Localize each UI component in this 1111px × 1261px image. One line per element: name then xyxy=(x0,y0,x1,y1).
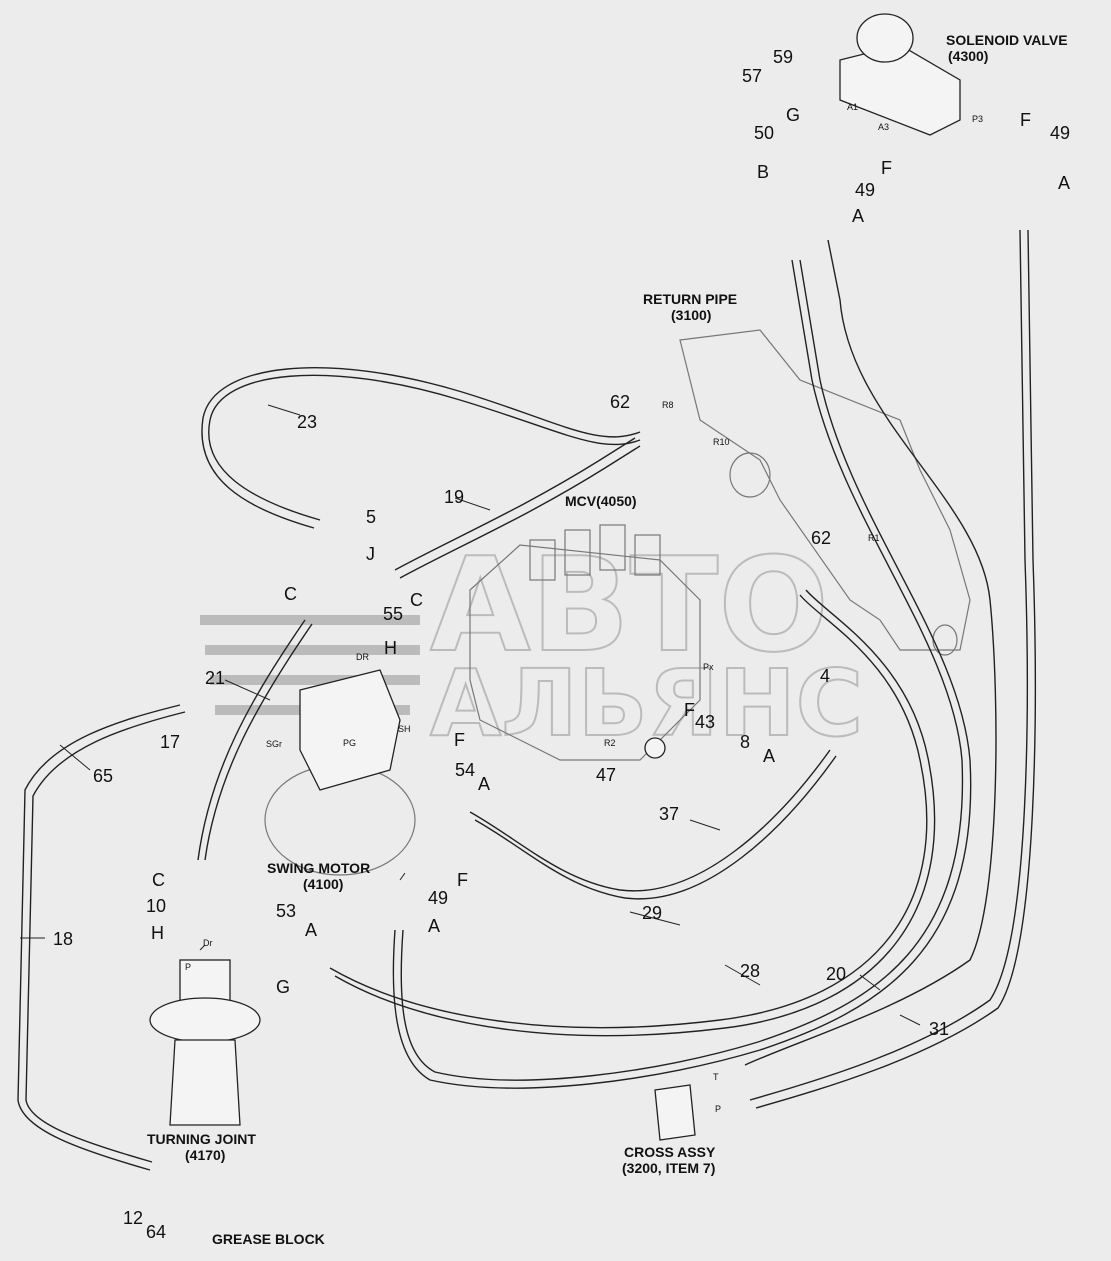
callout-43: 43 xyxy=(695,712,715,732)
cross-assy-label: CROSS ASSY xyxy=(624,1144,716,1160)
callout-c-3: C xyxy=(152,870,165,890)
callout-50: 50 xyxy=(754,123,774,143)
hoses xyxy=(17,229,1036,1171)
callout-19: 19 xyxy=(444,487,464,507)
callout-54: 54 xyxy=(455,760,475,780)
callout-f-5: F xyxy=(457,870,468,890)
callout-g: G xyxy=(786,105,800,125)
port-r2: R2 xyxy=(604,738,616,748)
solenoid-valve-code: (4300) xyxy=(948,48,988,64)
callout-h-2: H xyxy=(151,923,164,943)
port-px: Px xyxy=(703,662,714,672)
watermark: АВТО АЛЬЯНС xyxy=(200,528,864,758)
callout-47: 47 xyxy=(596,765,616,785)
port-p3: P3 xyxy=(972,114,983,124)
callout-b: B xyxy=(757,162,769,182)
watermark-line1: АВТО xyxy=(430,529,829,681)
callout-f-3: F xyxy=(454,730,465,750)
callout-37: 37 xyxy=(659,804,679,824)
callout-4: 4 xyxy=(820,666,830,686)
swing-motor-shape xyxy=(264,669,416,876)
port-p-1: P xyxy=(185,962,191,972)
port-sgr: SGr xyxy=(266,739,282,749)
callout-a-4: A xyxy=(763,746,775,766)
callout-55: 55 xyxy=(383,604,403,624)
callout-65: 65 xyxy=(93,766,113,786)
grease-block-label: GREASE BLOCK xyxy=(212,1231,325,1247)
callout-a-1: A xyxy=(1058,173,1070,193)
callout-59: 59 xyxy=(773,47,793,67)
labels: SOLENOID VALVE (4300) RETURN PIPE (3100)… xyxy=(53,32,1070,1247)
callout-10: 10 xyxy=(146,896,166,916)
port-sh: SH xyxy=(398,724,411,734)
callout-c-1: C xyxy=(284,584,297,604)
lead-lines xyxy=(20,404,921,1026)
callout-18: 18 xyxy=(53,929,73,949)
callout-f-2: F xyxy=(881,158,892,178)
callout-49-b: 49 xyxy=(855,180,875,200)
turning-joint-shape xyxy=(149,959,261,1126)
callout-h-1: H xyxy=(384,638,397,658)
callout-f-4: F xyxy=(684,700,695,720)
port-t: T xyxy=(713,1072,719,1082)
callout-21: 21 xyxy=(205,668,225,688)
swing-motor-code: (4100) xyxy=(303,876,343,892)
turning-joint-code: (4170) xyxy=(185,1147,225,1163)
callout-12: 12 xyxy=(123,1208,143,1228)
solenoid-valve-shape xyxy=(839,13,961,136)
port-a1: A1 xyxy=(847,102,858,112)
watermark-line2: АЛЬЯНС xyxy=(430,650,863,757)
callout-62-b: 62 xyxy=(811,528,831,548)
cross-assy-code: (3200, ITEM 7) xyxy=(622,1160,715,1176)
port-p-2: P xyxy=(715,1104,721,1114)
port-dr: DR xyxy=(356,652,369,662)
mcv-shape xyxy=(469,524,701,761)
port-r10: R10 xyxy=(713,437,730,447)
callout-a-5: A xyxy=(428,916,440,936)
callout-5: 5 xyxy=(366,507,376,527)
port-a3: A3 xyxy=(878,122,889,132)
callout-28: 28 xyxy=(740,961,760,981)
callout-a-3: A xyxy=(478,774,490,794)
port-pg: PG xyxy=(343,738,356,748)
callout-g-2: G xyxy=(276,977,290,997)
cross-assy-shape xyxy=(654,1084,696,1141)
callout-64: 64 xyxy=(146,1222,166,1242)
callout-a-2: A xyxy=(852,206,864,226)
callout-53: 53 xyxy=(276,901,296,921)
callout-23: 23 xyxy=(297,412,317,432)
return-pipe-label: RETURN PIPE xyxy=(643,291,737,307)
callout-49-c: 49 xyxy=(428,888,448,908)
return-pipe-code: (3100) xyxy=(671,307,711,323)
port-r8: R8 xyxy=(662,400,674,410)
callout-49-a: 49 xyxy=(1050,123,1070,143)
port-dr-2: Dr xyxy=(203,938,213,948)
callout-f-1: F xyxy=(1020,110,1031,130)
callout-8: 8 xyxy=(740,732,750,752)
callout-57: 57 xyxy=(742,66,762,86)
port-r1: R1 xyxy=(868,533,880,543)
callout-62-a: 62 xyxy=(610,392,630,412)
callout-29: 29 xyxy=(642,903,662,923)
callout-a-6: A xyxy=(305,920,317,940)
callout-31: 31 xyxy=(929,1019,949,1039)
mcv-label: MCV(4050) xyxy=(565,493,637,509)
callout-20: 20 xyxy=(826,964,846,984)
callout-17: 17 xyxy=(160,732,180,752)
swing-motor-label: SWING MOTOR xyxy=(267,860,370,876)
callout-c-2: C xyxy=(410,590,423,610)
callout-j: J xyxy=(366,544,375,564)
turning-joint-label: TURNING JOINT xyxy=(147,1131,256,1147)
solenoid-valve-label: SOLENOID VALVE xyxy=(946,32,1068,48)
